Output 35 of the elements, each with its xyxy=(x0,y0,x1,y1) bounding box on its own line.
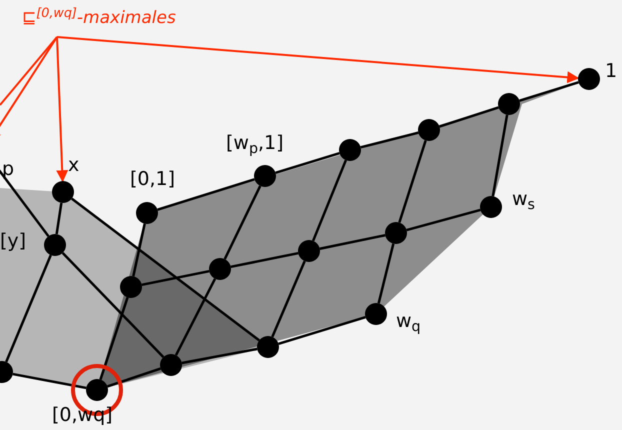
node-label: x xyxy=(68,156,80,175)
line xyxy=(377,243,395,304)
line xyxy=(12,372,86,390)
line xyxy=(224,185,262,260)
line xyxy=(312,160,348,242)
line xyxy=(406,208,481,232)
line xyxy=(174,278,216,356)
line xyxy=(271,260,306,338)
node-label: [0,1] xyxy=(130,170,176,189)
arrow xyxy=(56,36,580,84)
node-label: w$_{s}$ xyxy=(512,190,535,209)
line xyxy=(132,223,146,277)
line xyxy=(439,106,499,128)
line xyxy=(99,297,129,380)
line xyxy=(71,198,260,342)
line xyxy=(5,254,52,362)
line xyxy=(398,140,427,223)
line xyxy=(278,316,366,345)
arrow xyxy=(56,36,68,182)
line xyxy=(492,114,508,196)
line xyxy=(275,152,340,174)
line xyxy=(360,131,419,149)
node-label: [0,wq] xyxy=(52,406,113,425)
line xyxy=(142,270,210,286)
line xyxy=(519,81,579,102)
line xyxy=(157,178,255,211)
line xyxy=(182,348,258,364)
line xyxy=(230,252,298,268)
line xyxy=(0,36,58,106)
node-label: [y] xyxy=(0,232,26,251)
line xyxy=(320,234,386,250)
line xyxy=(107,367,161,388)
line xyxy=(55,202,63,234)
node-label: 1 xyxy=(605,62,618,81)
line xyxy=(62,252,164,358)
